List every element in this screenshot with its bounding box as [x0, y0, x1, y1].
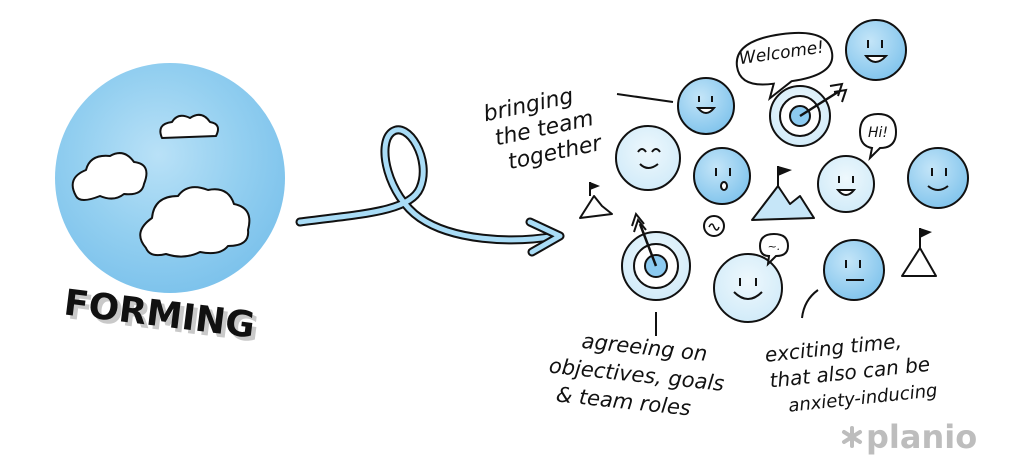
smiley-face-icon [677, 77, 735, 135]
label-agreeing: agreeing on objectives, goals & team rol… [548, 329, 726, 421]
welcome-speech-bubble: Welcome! [735, 31, 834, 102]
stage-title: FORMING FORMING [62, 283, 261, 351]
label-bringing-team: bringing the team together [481, 84, 605, 175]
cloud-icon [139, 186, 251, 258]
thought-bubble-icon [703, 215, 725, 237]
target-icon [621, 211, 691, 301]
connector-line [616, 93, 674, 103]
mountain-flag-icon [579, 182, 613, 219]
neutral-face-icon [823, 239, 885, 301]
connector-line [801, 289, 819, 319]
cloud-icon [71, 152, 148, 201]
sky-circle [55, 63, 285, 293]
smiley-face-icon [817, 155, 875, 213]
asterisk-icon [842, 426, 862, 448]
smiley-face-icon [907, 147, 969, 209]
planio-logo: planio [842, 418, 977, 456]
mountain-flag-icon [901, 228, 937, 277]
surprised-face-icon [693, 147, 751, 205]
logo-text: planio [866, 418, 977, 456]
label-exciting: exciting time, that also can be anxiety-… [764, 329, 939, 417]
smiley-face-icon [713, 253, 783, 323]
smiley-face-icon [845, 19, 907, 81]
bubble-text: Hi! [868, 125, 888, 141]
target-icon [769, 82, 848, 147]
smiley-face-icon [615, 125, 681, 191]
squiggle-speech-bubble: ~. [758, 232, 790, 267]
hi-speech-bubble: Hi! [858, 112, 898, 162]
bubble-text: ~. [768, 240, 781, 253]
mountain-flag-icon [751, 166, 815, 221]
cloud-icon [159, 113, 219, 139]
loop-arrow [295, 125, 565, 257]
